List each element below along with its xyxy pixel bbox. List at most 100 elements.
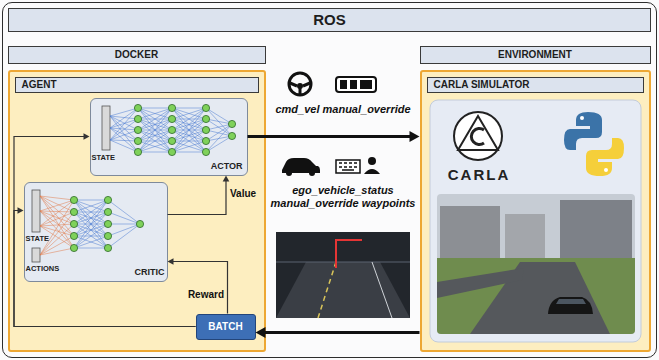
steering-wheel-icon [289,73,311,95]
network-link [138,108,172,119]
person-head [368,157,376,165]
python-eye [604,168,608,172]
dash-key [360,80,372,89]
network-link [172,108,206,141]
network-link [110,128,138,152]
network-link [40,200,74,226]
network-link [206,119,232,136]
network-link [172,152,206,153]
dashboard-icon [336,77,376,92]
python-yellow [586,138,624,176]
connector-line [168,181,227,215]
simulator-image [437,194,635,334]
network-link [108,212,140,224]
sim-side-road [437,268,524,298]
person-body [364,169,380,174]
network-link [172,108,206,141]
network-link [108,224,140,236]
network-link [110,128,138,141]
python-blue [564,112,602,150]
network-link [138,108,172,152]
arrowhead [168,258,174,265]
network-link [110,116,138,152]
network-link [40,236,74,255]
network-link [110,130,138,140]
sim-car [548,297,593,314]
network-name: ACTOR [197,160,243,172]
car-wheel [286,170,292,176]
network-link [138,108,172,109]
arrowhead [18,207,24,214]
python-logo [564,112,624,176]
network-link [172,108,206,119]
network-link [40,226,74,248]
camera-image [276,232,410,318]
car-wheel [309,170,315,176]
neuron [70,196,77,203]
network-link [74,236,108,248]
neuron [228,132,235,139]
network-link [110,108,138,140]
neuron [134,126,141,133]
sim-road [470,262,610,334]
panel-header: CARLA SIMULATOR [427,77,644,93]
neuron [70,220,77,227]
docker-region: DOCKERAGENTSTATEACTORSTATEACTIONSCRITICB… [8,46,266,352]
neuron [168,126,175,133]
network-link [138,141,172,152]
network-link [74,200,108,248]
person-icon [364,157,380,174]
region-header: ENVIRONMENT [420,46,651,64]
logo-text: CARLA [444,166,514,184]
network-link [74,200,108,212]
camera-road [276,262,410,318]
logo-c [471,129,484,145]
neuron [104,196,111,203]
frame-title: ROS [8,8,651,32]
connector [14,133,196,326]
network-link [74,236,108,248]
network-link [110,119,138,128]
keyboard-keys [339,163,357,170]
neuron [202,148,209,155]
input-label: ACTIONS [26,264,66,274]
connector [14,207,196,326]
car-icon [282,158,320,176]
neuron [104,244,111,251]
wheel-spokes [290,83,310,95]
network-link [40,196,74,248]
connector [168,258,228,313]
arrowhead [256,327,266,338]
neuron [168,104,175,111]
batch-box: BATCH [196,314,256,340]
network-link [74,200,108,201]
neuron [104,232,111,239]
network-link [138,130,172,152]
neuron [70,244,77,251]
network-name: CRITIC [119,266,165,278]
network-link [74,200,108,236]
dash-body [336,77,376,92]
network-link [138,119,172,152]
neuron [202,126,209,133]
network-link [138,108,172,152]
network-link [40,211,74,236]
network-link [138,152,172,153]
network-link [74,200,108,224]
network-link [110,140,138,152]
network-link [138,108,172,141]
keyboard-body [336,160,360,173]
neuron [202,137,209,144]
network-link [172,119,206,152]
network-link [40,200,74,211]
actions-bar [32,248,40,262]
neuron [134,148,141,155]
signal-label: ego_vehicle_status manual_override waypo… [268,184,418,210]
network-link [172,108,206,109]
sim-building [440,206,500,258]
input-label: STATE [92,153,122,163]
network-link [74,200,108,224]
arrowhead [410,131,420,142]
flow-label: Reward [184,289,224,301]
sim-sky [437,194,635,334]
